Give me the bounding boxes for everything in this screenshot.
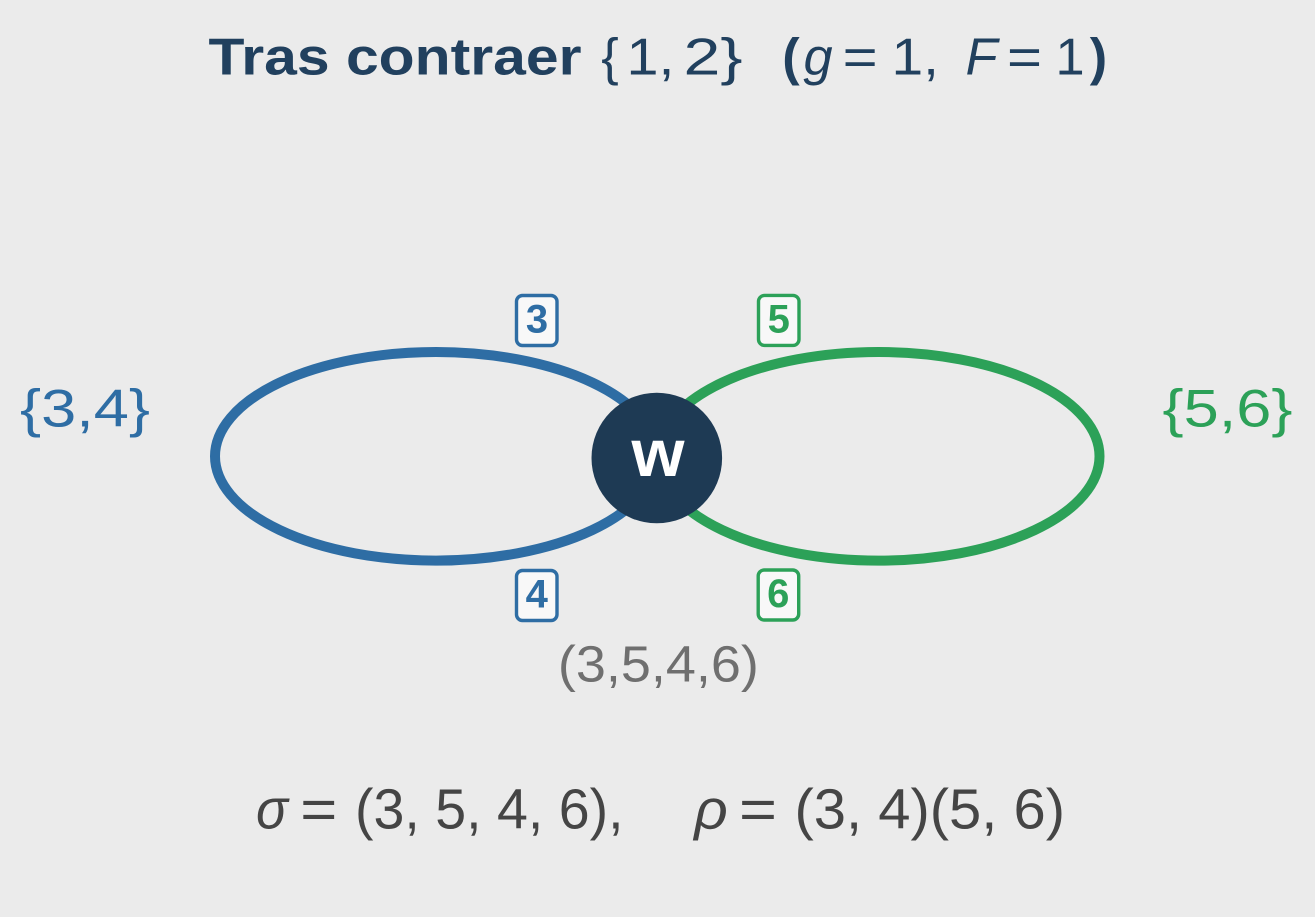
svg-text:1: 1: [1056, 29, 1085, 87]
svg-text:=: =: [300, 778, 337, 842]
svg-text:=: =: [739, 778, 777, 842]
svg-text:1,: 1,: [892, 29, 940, 87]
svg-text:=: =: [843, 29, 878, 87]
svg-text:(3, 4)(5, 6): (3, 4)(5, 6): [795, 778, 1066, 842]
svg-text:3: 3: [526, 298, 548, 342]
svg-text:g: g: [804, 29, 833, 87]
svg-text:{: {: [601, 29, 618, 87]
svg-text:ρ: ρ: [692, 778, 728, 842]
svg-text:(3,5,4,6): (3,5,4,6): [558, 636, 759, 693]
svg-text:{5,6}: {5,6}: [1163, 379, 1293, 438]
svg-text:5: 5: [768, 297, 790, 341]
svg-text:w: w: [630, 417, 684, 491]
svg-text:{3,4}: {3,4}: [20, 379, 150, 438]
svg-text:4: 4: [526, 573, 549, 617]
svg-text:6: 6: [767, 572, 789, 616]
svg-text:(3, 5, 4, 6),: (3, 5, 4, 6),: [355, 778, 624, 842]
svg-text:σ: σ: [256, 778, 290, 842]
svg-text:F: F: [966, 29, 1001, 87]
svg-text:Tras contraer: Tras contraer: [209, 29, 582, 87]
svg-text:1,: 1,: [627, 29, 675, 87]
svg-text:2}: 2}: [684, 29, 743, 87]
svg-text:=: =: [1007, 29, 1042, 87]
svg-text:): ): [1090, 29, 1107, 87]
svg-text:(: (: [782, 29, 800, 87]
